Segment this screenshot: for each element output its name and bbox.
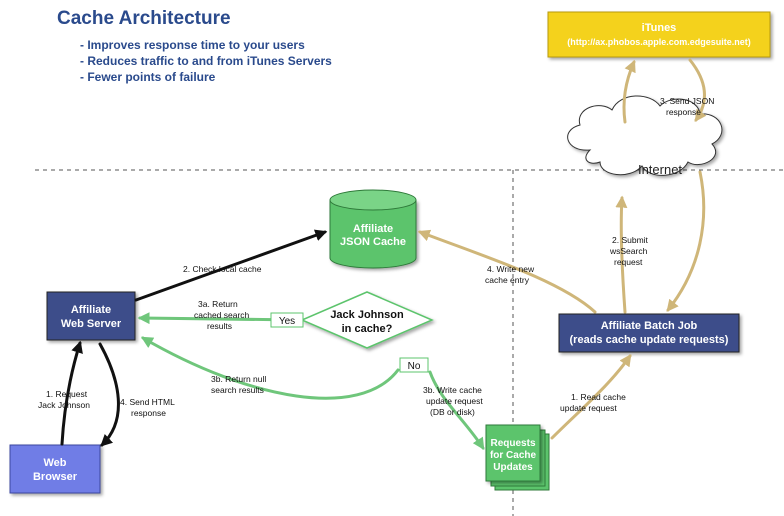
label-return-cached-3: results (207, 321, 232, 331)
label-write-entry-2: cache entry (485, 275, 530, 285)
requests-queue-node: Requests for Cache Updates (485, 424, 550, 491)
arrow-request (60, 340, 83, 446)
label-read-request-1: 1. Read cache (571, 392, 626, 402)
browser-line2: Browser (33, 471, 78, 483)
arrow-send-html (98, 342, 120, 447)
requests-line3: Updates (493, 462, 533, 473)
step-labels: 1. Request Jack Johnson 4. Send HTML res… (38, 96, 714, 418)
cache-label-line2: JSON Cache (340, 236, 406, 248)
decision-line2: in cache? (342, 323, 393, 335)
benefit-item: - Reduces traffic to and from iTunes Ser… (80, 54, 332, 68)
label-write-request-2: update request (426, 396, 483, 406)
label-write-entry-1: 4. Write new (487, 264, 535, 274)
label-return-cached-1: 3a. Return (198, 299, 238, 309)
browser-line1: Web (43, 457, 66, 469)
label-send-html-1: 4. Send HTML (120, 397, 175, 407)
batch-job-line1: Affiliate Batch Job (601, 320, 698, 332)
requests-line2: for Cache (490, 450, 537, 461)
label-submit-2: wsSearch (609, 246, 648, 256)
diagram-title: Cache Architecture (57, 8, 231, 29)
arrow-write-entry (417, 229, 597, 314)
web-server-line2: Web Server (61, 318, 122, 330)
itunes-label: iTunes (642, 22, 677, 34)
cache-decision-diamond: Jack Johnson in cache? (300, 291, 434, 349)
yes-label: Yes (279, 316, 295, 327)
label-write-request-1: 3b. Write cache (423, 385, 482, 395)
label-read-request-2: update request (560, 403, 617, 413)
label-check-cache: 2. Check local cache (183, 264, 262, 274)
requests-line1: Requests (490, 438, 535, 449)
label-request-1: 1. Request (46, 389, 88, 399)
web-server-node: Affiliate Web Server (46, 291, 136, 341)
arrow-internet-to-batch (666, 170, 706, 312)
label-submit-1: 2. Submit (612, 235, 649, 245)
internet-cloud: Internet (567, 95, 723, 177)
arrow-write-request (428, 370, 485, 451)
itunes-url: (http://ax.phobos.apple.com.edgesuite.ne… (567, 37, 751, 47)
arrow-check-cache (134, 229, 328, 302)
label-send-json-2: response (666, 107, 701, 117)
batch-job-node: Affiliate Batch Job (reads cache update … (558, 313, 740, 353)
yes-branch: Yes (270, 312, 304, 328)
arrow-return-null (140, 336, 400, 400)
decision-line1: Jack Johnson (330, 309, 404, 321)
itunes-node: iTunes (http://ax.phobos.apple.com.edges… (547, 11, 771, 58)
label-write-request-3: (DB or disk) (430, 407, 475, 417)
label-request-2: Jack Johnson (38, 400, 90, 410)
json-cache-node: Affiliate JSON Cache (329, 189, 417, 269)
web-browser-node: Web Browser (9, 444, 101, 494)
arrow-internet-to-itunes (622, 59, 636, 124)
cache-label-line1: Affiliate (353, 223, 393, 235)
benefit-item: - Improves response time to your users (80, 38, 305, 52)
benefit-item: - Fewer points of failure (80, 70, 216, 84)
no-label: No (408, 361, 421, 372)
label-return-null-2: search results (211, 385, 264, 395)
batch-job-line2: (reads cache update requests) (570, 334, 729, 346)
arrows (60, 58, 707, 451)
label-return-cached-2: cached search (194, 310, 250, 320)
label-return-null-1: 3b. Return null (211, 374, 266, 384)
no-branch: No (399, 357, 429, 373)
arrow-send-json (688, 58, 707, 122)
web-server-line1: Affiliate (71, 304, 111, 316)
label-send-html-2: response (131, 408, 166, 418)
label-send-json-1: 3. Send JSON (660, 96, 714, 106)
label-submit-3: request (614, 257, 643, 267)
arrow-submit (615, 195, 628, 314)
internet-label: Internet (638, 162, 682, 177)
arrow-read-request (550, 354, 632, 440)
benefits-list: - Improves response time to your users -… (80, 37, 332, 85)
